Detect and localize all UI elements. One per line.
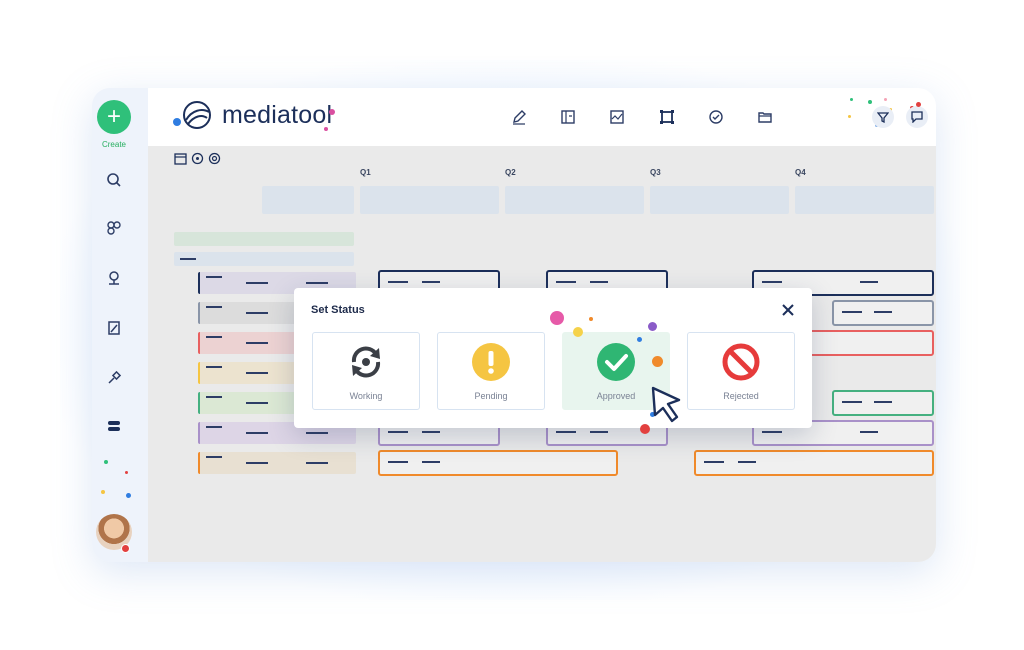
status-label: Approved (596, 391, 636, 401)
confetti-dot (104, 460, 108, 464)
pointer-cursor-icon (651, 386, 681, 423)
confetti-dot (650, 412, 655, 417)
sync-icon (345, 341, 387, 383)
confetti-dot (648, 322, 657, 331)
status-option-working[interactable]: Working (312, 332, 420, 410)
quarter-label: Q4 (795, 168, 806, 177)
calendar-grid-icon[interactable] (559, 108, 577, 126)
confetti-dot (884, 98, 887, 101)
status-label: Rejected (723, 391, 759, 401)
timeline-bar[interactable] (808, 330, 934, 356)
topbar: mediatool (148, 88, 936, 147)
comment-button[interactable] (906, 106, 928, 128)
filter-icon (877, 112, 889, 123)
search-icon[interactable] (102, 168, 126, 192)
confetti-dot (589, 317, 593, 321)
status-dot (121, 544, 130, 553)
status-option-approved[interactable]: Approved (562, 332, 670, 410)
confetti-dot (550, 311, 564, 325)
calendar-icon[interactable] (174, 152, 187, 165)
create-label: Create (101, 140, 126, 149)
view-controls (174, 152, 221, 165)
comment-icon (911, 111, 923, 123)
folder-icon[interactable] (756, 108, 774, 126)
confetti-dot (868, 100, 872, 104)
confetti-dot (850, 98, 853, 101)
quarter-header (650, 186, 789, 214)
timeline-bar[interactable] (832, 300, 934, 326)
apps-icon[interactable] (102, 216, 126, 240)
group-row[interactable] (174, 252, 354, 266)
check-icon (595, 341, 637, 383)
check-circle-icon[interactable] (707, 108, 725, 126)
confetti-dot (848, 115, 851, 118)
timeline-bar[interactable] (832, 390, 934, 416)
timeline-bar[interactable] (694, 450, 934, 476)
close-icon (782, 304, 794, 316)
group-row[interactable] (174, 232, 354, 246)
quarter-label: Q1 (360, 168, 371, 177)
confetti-dot (640, 424, 650, 434)
confetti-dot (637, 337, 642, 342)
status-label: Working (349, 391, 383, 401)
quarter-header (795, 186, 934, 214)
set-status-dialog: Set Status Working Pending (294, 288, 812, 428)
status-option-rejected[interactable]: Rejected (687, 332, 795, 410)
status-label: Pending (474, 391, 508, 401)
quarter-header (505, 186, 644, 214)
logo-dot (173, 118, 181, 126)
logo-dot (324, 127, 328, 131)
toggle-icon[interactable] (102, 414, 126, 438)
create-button[interactable]: + (97, 100, 131, 134)
location-icon[interactable] (102, 266, 126, 290)
document-edit-icon[interactable] (102, 316, 126, 340)
chart-icon[interactable] (608, 108, 626, 126)
target-icon[interactable] (191, 152, 204, 165)
confetti-dot (573, 327, 583, 337)
forbidden-icon (720, 341, 762, 383)
dialog-title: Set Status (311, 304, 365, 316)
quarter-header (262, 186, 354, 214)
eye-icon[interactable] (208, 152, 221, 165)
confetti-dot (652, 356, 663, 367)
frame-icon[interactable] (658, 108, 676, 126)
sidebar: + Create (92, 88, 148, 562)
logo-dot (329, 109, 335, 115)
quarter-header (360, 186, 499, 214)
timeline-bar[interactable] (752, 420, 934, 446)
activity-row[interactable] (198, 452, 356, 474)
confetti-dot (126, 493, 131, 498)
confetti-dot (916, 102, 921, 107)
timeline-bar[interactable] (378, 450, 618, 476)
quarter-label: Q3 (650, 168, 661, 177)
pen-icon[interactable] (510, 108, 528, 126)
quarter-label: Q2 (505, 168, 516, 177)
logo-icon (183, 101, 211, 129)
satellite-icon[interactable] (102, 366, 126, 390)
confetti-dot (101, 490, 105, 494)
confetti-dot (125, 471, 128, 474)
exclamation-icon (470, 341, 512, 383)
logo-text: mediatool (222, 101, 333, 129)
filter-button[interactable] (872, 106, 894, 128)
status-option-pending[interactable]: Pending (437, 332, 545, 410)
close-button[interactable] (778, 300, 798, 320)
